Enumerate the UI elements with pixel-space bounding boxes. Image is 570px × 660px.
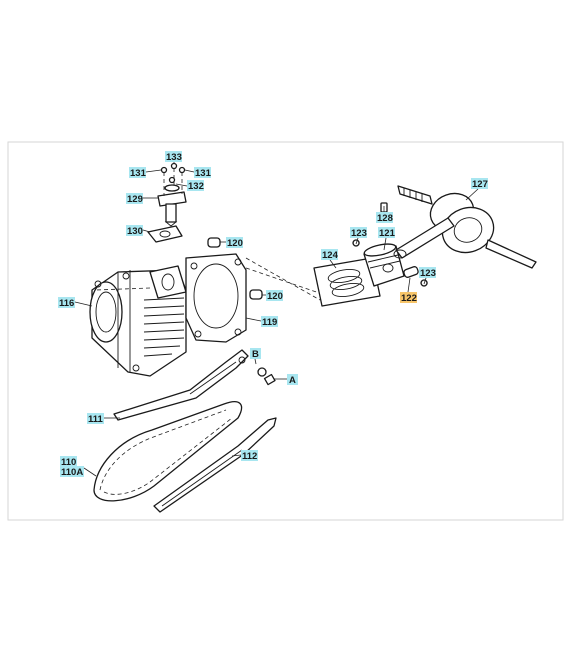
diagram-frame [7, 141, 564, 521]
chain-guide-upper[interactable] [113, 349, 249, 421]
cooling-fins [117, 270, 185, 372]
chain-tensioner[interactable] [157, 162, 187, 227]
callout-122[interactable]: 122 [401, 293, 417, 304]
tensioner-gasket[interactable] [147, 225, 183, 243]
crankshaft[interactable] [393, 185, 537, 269]
leader-lines [74, 162, 479, 477]
callout-133[interactable]: 133 [166, 152, 182, 163]
callout-124[interactable]: 124 [322, 250, 339, 261]
chain-guide-bolt[interactable] [257, 367, 276, 386]
callout-111[interactable]: 111 [88, 414, 104, 425]
callout-129[interactable]: 129 [127, 194, 143, 205]
callout-labels: 133 131 131 132 129 130 120 116 120 119 … [59, 152, 488, 478]
callout-121[interactable]: 121 [379, 228, 396, 239]
callout-120-lower[interactable]: 120 [267, 291, 283, 302]
cylinder-gasket[interactable] [185, 253, 247, 343]
piston-pin[interactable] [403, 266, 419, 278]
callout-132[interactable]: 132 [188, 181, 204, 192]
assembly-guide-lines [95, 257, 329, 301]
callout-A[interactable]: A [289, 375, 296, 386]
callout-112[interactable]: 112 [242, 451, 257, 462]
callout-116[interactable]: 116 [59, 298, 74, 309]
dowel-pin-lower[interactable] [249, 289, 263, 300]
callout-120-upper[interactable]: 120 [227, 238, 243, 249]
callout-B[interactable]: B [252, 349, 259, 360]
cylinder-block[interactable] [89, 265, 187, 377]
label-highlights [58, 151, 488, 477]
callout-131-left[interactable]: 131 [130, 168, 147, 179]
callout-128[interactable]: 128 [377, 213, 393, 224]
callout-110A[interactable]: 110A [61, 467, 83, 478]
callout-131-right[interactable]: 131 [195, 168, 212, 179]
piston[interactable] [363, 242, 405, 287]
piston-ring-set[interactable] [313, 257, 381, 307]
callout-127[interactable]: 127 [472, 179, 488, 190]
callout-123-right[interactable]: 123 [420, 268, 436, 279]
callout-110[interactable]: 110 [61, 457, 76, 468]
callout-119[interactable]: 119 [262, 317, 277, 328]
cam-chain[interactable] [93, 401, 243, 502]
callout-123-left[interactable]: 123 [351, 228, 367, 239]
chain-guide-lower[interactable] [153, 417, 277, 513]
callout-130[interactable]: 130 [127, 226, 143, 237]
dowel-pin-upper[interactable] [207, 237, 221, 248]
